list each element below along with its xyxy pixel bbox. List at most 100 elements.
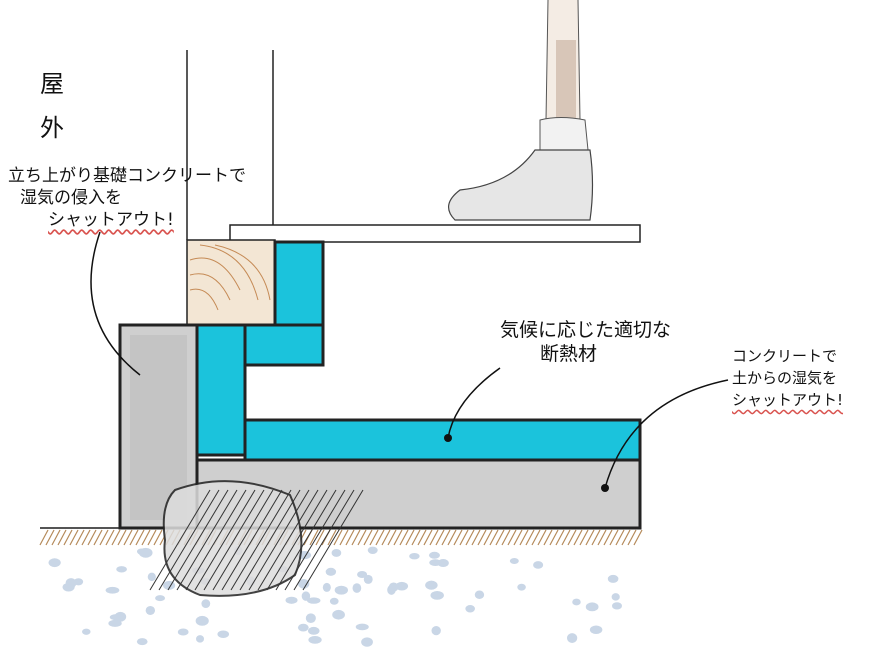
gravel-dot xyxy=(425,580,438,590)
wood-sill xyxy=(186,239,276,326)
soil-hatch xyxy=(525,529,535,546)
soil-hatch xyxy=(519,529,529,546)
soil-hatch xyxy=(459,529,469,546)
gravel-dots xyxy=(48,546,622,647)
rock-hatch xyxy=(257,489,319,591)
rock-hatch xyxy=(194,489,256,591)
gravel-dot xyxy=(308,636,322,644)
soil-hatch xyxy=(483,529,493,546)
gravel-dot xyxy=(611,593,620,601)
soil-hatch xyxy=(579,529,589,546)
rock-hatch xyxy=(185,489,247,591)
floor-board xyxy=(229,224,641,243)
rock-hatch xyxy=(248,489,310,591)
soil-hatch xyxy=(123,529,133,546)
gravel-dot xyxy=(177,628,189,636)
soil-hatch xyxy=(309,529,319,546)
soil-hatch xyxy=(543,529,553,546)
gravel-dot xyxy=(352,583,362,593)
gravel-dot xyxy=(395,581,409,591)
soil-hatch xyxy=(99,529,109,546)
soil-hatch xyxy=(381,529,391,546)
foundation-note-line-3: シャットアウト! xyxy=(48,210,174,230)
slab-note-line-1: コンクリートで xyxy=(732,347,838,365)
insulation-note-line-1: 気候に応じた適切な xyxy=(500,319,672,341)
gravel-dot xyxy=(409,552,420,560)
gravel-dot xyxy=(298,579,310,589)
rock-hatch xyxy=(230,489,292,591)
gravel-dot xyxy=(331,548,342,557)
soil-hatch xyxy=(633,529,643,546)
gravel-dot xyxy=(65,578,77,589)
gravel-dot xyxy=(431,625,441,636)
soil-hatch xyxy=(339,529,349,546)
rock-hatch xyxy=(284,489,346,591)
soil-hatch xyxy=(555,529,565,546)
gravel-dot xyxy=(332,609,345,620)
rock-hatch xyxy=(275,489,337,591)
rock-hatch xyxy=(176,489,238,591)
gravel-dot xyxy=(357,571,368,578)
soil-hatch xyxy=(105,529,115,546)
soil-hatch xyxy=(147,529,157,546)
soil-hatch xyxy=(567,529,577,546)
soil-hatch xyxy=(471,529,481,546)
gravel-dot xyxy=(82,628,91,635)
soil-hatch xyxy=(93,529,103,546)
soil-hatch xyxy=(507,529,517,546)
soil-hatch xyxy=(63,529,73,546)
soil-hatch xyxy=(513,529,523,546)
gravel-dot xyxy=(367,546,378,555)
soil-hatch xyxy=(441,529,451,546)
gravel-dot xyxy=(48,558,61,568)
gravel-dot xyxy=(566,633,578,643)
gravel-dot xyxy=(334,585,348,595)
soil-hatch xyxy=(501,529,511,546)
gravel-dot xyxy=(114,611,127,622)
gravel-dot xyxy=(611,602,622,610)
gravel-dot xyxy=(201,599,211,609)
outside-label: 屋外 xyxy=(40,70,64,142)
gravel-dot xyxy=(305,613,316,624)
soil-hatch xyxy=(423,529,433,546)
rock-hatch xyxy=(221,489,283,591)
rock-hatch xyxy=(203,489,265,591)
soil-hatch xyxy=(621,529,631,546)
soil-hatch xyxy=(141,529,151,546)
soil-hatch xyxy=(549,529,559,546)
gravel-dot xyxy=(517,583,526,591)
gravel-dot xyxy=(307,626,320,635)
slab-note-line-2: 土からの湿気を xyxy=(732,369,838,387)
soil-hatch xyxy=(585,529,595,546)
gravel-dot xyxy=(307,597,321,604)
gravel-dot xyxy=(589,625,603,635)
soil-hatch xyxy=(135,529,145,546)
soil-hatch xyxy=(315,529,325,546)
gravel-dot xyxy=(428,551,440,559)
soil-layer xyxy=(39,529,643,546)
gravel-dot xyxy=(136,548,146,555)
gravel-dot xyxy=(217,630,230,639)
soil-hatch xyxy=(615,529,625,546)
insulation-note: 気候に応じた適切な 断熱材 xyxy=(500,318,671,366)
slab-note-line-3: シャットアウト! xyxy=(732,391,844,409)
soil-hatch xyxy=(453,529,463,546)
gravel-dot xyxy=(322,582,331,592)
soil-hatch xyxy=(129,529,139,546)
gravel-dot xyxy=(145,605,156,615)
soil-hatch xyxy=(351,529,361,546)
soil-hatch xyxy=(87,529,97,546)
soil-hatch xyxy=(597,529,607,546)
gravel-dot xyxy=(429,559,442,566)
gravel-dot xyxy=(195,615,209,626)
gravel-dot xyxy=(136,638,148,646)
gravel-dot xyxy=(147,572,156,582)
rock-hatch xyxy=(239,489,301,591)
gravel-dot xyxy=(474,590,485,600)
gravel-dot xyxy=(607,574,619,583)
gravel-dot xyxy=(355,623,369,631)
gravel-dot xyxy=(363,574,373,584)
soil-hatch xyxy=(429,529,439,546)
soil-hatch xyxy=(435,529,445,546)
gravel-dot xyxy=(116,566,127,573)
